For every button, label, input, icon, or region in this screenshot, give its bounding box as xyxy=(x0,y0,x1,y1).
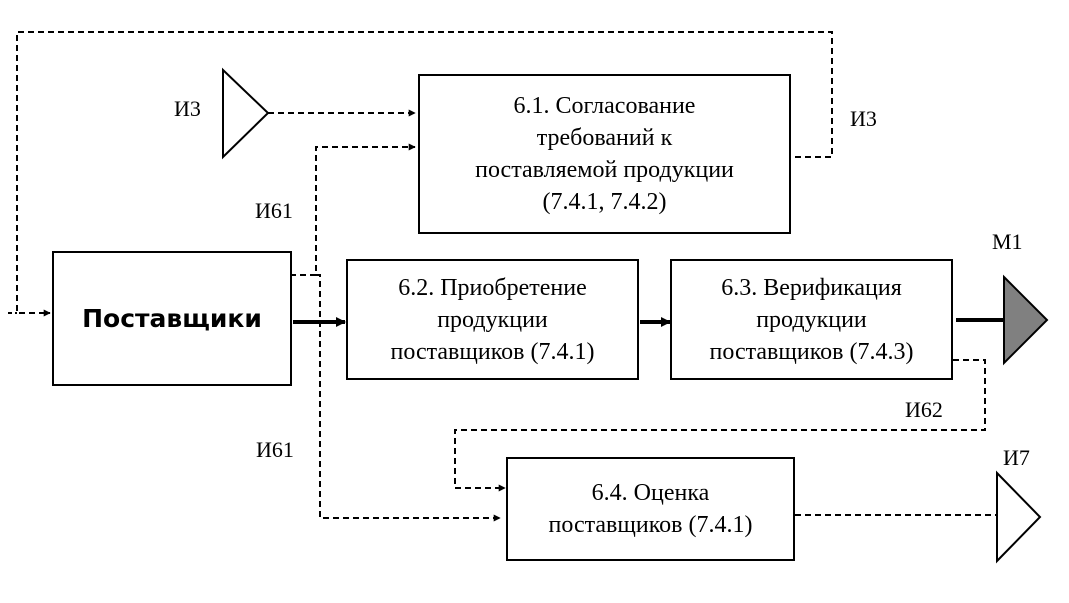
supplier-evaluation-box: 6.4. Оценка поставщиков (7.4.1) xyxy=(506,457,795,561)
i7-label: И7 xyxy=(1003,445,1030,470)
i61-bottom-label: И61 xyxy=(256,437,294,462)
product-verification-box: 6.3. Верификация продукции поставщиков (… xyxy=(670,259,953,380)
m1-output-triangle xyxy=(1003,274,1049,366)
requirements-agreement-label: 6.1. Согласование требований к поставляе… xyxy=(475,93,734,215)
i61-top-label: И61 xyxy=(255,198,293,223)
suppliers-box: Поставщики xyxy=(52,251,292,386)
i62-label: И62 xyxy=(905,397,943,422)
supplier-evaluation-label: 6.4. Оценка поставщиков (7.4.1) xyxy=(548,480,753,538)
i3-right-label: И3 xyxy=(850,106,877,131)
i61-bottom-connector xyxy=(316,274,501,522)
i3-input-triangle xyxy=(222,67,270,160)
i7-output-triangle xyxy=(996,470,1042,564)
m1-label: М1 xyxy=(992,229,1023,254)
i3-left-label: И3 xyxy=(174,96,201,121)
suppliers-box-label: Поставщики xyxy=(82,303,262,333)
requirements-agreement-box: 6.1. Согласование требований к поставляе… xyxy=(418,74,791,234)
product-verification-label: 6.3. Верификация продукции поставщиков (… xyxy=(709,274,914,365)
feedback-i3-connector xyxy=(16,31,833,317)
product-purchase-label: 6.2. Приобретение продукции поставщиков … xyxy=(390,274,595,365)
i61-top-connector xyxy=(290,143,416,276)
product-purchase-box: 6.2. Приобретение продукции поставщиков … xyxy=(346,259,639,380)
